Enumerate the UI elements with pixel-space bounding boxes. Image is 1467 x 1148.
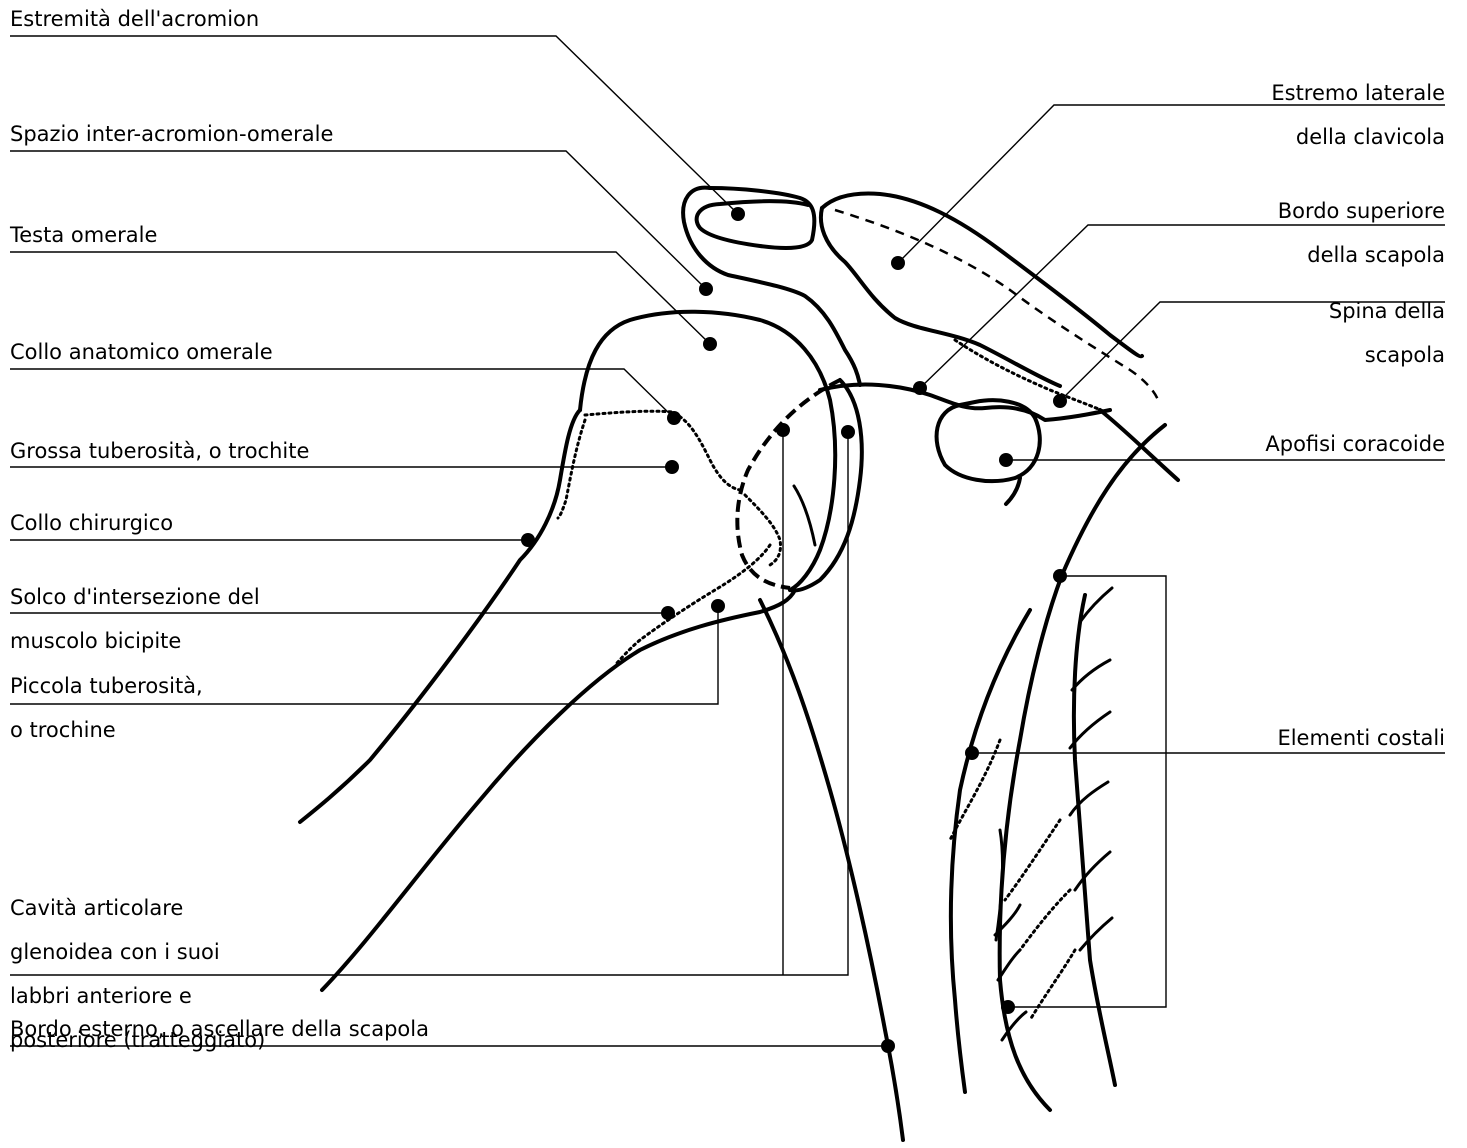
label-cavita-line1: Cavità articolare: [10, 897, 265, 919]
marker-piccola: [711, 599, 725, 613]
label-cavita-line2: glenoidea con i suoi: [10, 941, 265, 963]
leader-spazio-inter: [10, 151, 706, 289]
scapula-lateral-border: [760, 600, 903, 1140]
rib-dotted-3: [1020, 890, 1070, 950]
marker-cavita-2: [841, 425, 855, 439]
rib-stroke-5: [1075, 852, 1110, 890]
marker-spina: [1053, 394, 1067, 408]
glenoid-inner-curve: [794, 486, 815, 545]
label-piccola: Piccola tuberosità, o trochine: [10, 653, 203, 763]
marker-apofisi: [999, 453, 1013, 467]
spine-stroke: [1100, 410, 1178, 480]
label-elementi: Elementi costali: [1277, 727, 1445, 749]
label-piccola-line1: Piccola tuberosità,: [10, 675, 203, 697]
label-bordo-superiore: Bordo superiore della scapola: [1278, 178, 1445, 288]
label-testa-omerale: Testa omerale: [10, 224, 157, 246]
label-estremo-line1: Estremo laterale: [1271, 82, 1445, 104]
label-spina: Spina della scapola: [1329, 278, 1445, 388]
glenoid-anterior-lip: [790, 380, 862, 591]
rib-stroke-3: [1070, 712, 1110, 748]
clavicle-outline: [822, 194, 1142, 357]
label-bordo-sup-line1: Bordo superiore: [1278, 200, 1445, 222]
marker-collo-chirurgico: [521, 533, 535, 547]
humeral-shaft-lateral: [300, 410, 580, 822]
coracoid-tail: [1006, 478, 1020, 504]
humeral-head-outline: [580, 312, 835, 590]
marker-elementi-2: [965, 746, 979, 760]
rib-stroke-6: [1080, 918, 1112, 950]
marker-elementi-3: [1001, 1000, 1015, 1014]
clavicle-lower-outline: [821, 208, 1060, 386]
label-collo-anatomico: Collo anatomico omerale: [10, 341, 273, 363]
clavicle-dashed: [835, 210, 1158, 400]
label-estremo-line2: della clavicola: [1271, 126, 1445, 148]
marker-estremita-acromion: [731, 207, 745, 221]
marker-bordo-superiore: [913, 381, 927, 395]
label-apofisi: Apofisi coracoide: [1265, 433, 1445, 455]
rib-stroke-2: [1072, 660, 1110, 690]
label-estremita-acromion: Estremità dell'acromion: [10, 8, 259, 30]
label-piccola-line2: o trochine: [10, 719, 203, 741]
label-spina-line1: Spina della: [1329, 300, 1445, 322]
marker-solco: [661, 606, 675, 620]
label-cavita: Cavità articolare glenoidea con i suoi l…: [10, 875, 265, 1073]
marker-collo-anatomico: [667, 411, 681, 425]
marker-spazio-inter: [699, 282, 713, 296]
leader-collo-anatomico: [10, 369, 674, 418]
label-cavita-line3: labbri anteriore e: [10, 985, 265, 1007]
label-spina-line2: scapola: [1329, 344, 1445, 366]
glenoid-posterior-lip: [737, 380, 840, 588]
humeral-shaft-medial: [322, 590, 795, 990]
label-bordo-esterno: Bordo esterno, o ascellare della scapola: [10, 1018, 429, 1040]
marker-estremo-clavicola: [891, 256, 905, 270]
marker-grossa-tuberosita: [665, 460, 679, 474]
anatomic-neck-dotted: [585, 411, 740, 490]
marker-cavita-1: [776, 423, 790, 437]
label-solco-line2: muscolo bicipite: [10, 630, 260, 652]
label-collo-chirurgico: Collo chirurgico: [10, 512, 173, 534]
label-bordo-sup-line2: della scapola: [1278, 244, 1445, 266]
label-grossa-tuberosita: Grossa tuberosità, o trochite: [10, 440, 309, 462]
label-estremo-clavicola: Estremo laterale della clavicola: [1271, 60, 1445, 170]
marker-testa-omerale: [703, 337, 717, 351]
marker-elementi-1: [1053, 569, 1067, 583]
label-spazio-inter: Spazio inter-acromion-omerale: [10, 123, 333, 145]
rib-dotted-4: [1030, 950, 1075, 1020]
label-solco-line1: Solco d'intersezione del: [10, 586, 260, 608]
leader-testa-omerale: [10, 252, 710, 344]
marker-bordo-esterno: [881, 1039, 895, 1053]
rib-dotted-2: [1005, 820, 1060, 900]
acromion-outline-top: [697, 188, 815, 248]
